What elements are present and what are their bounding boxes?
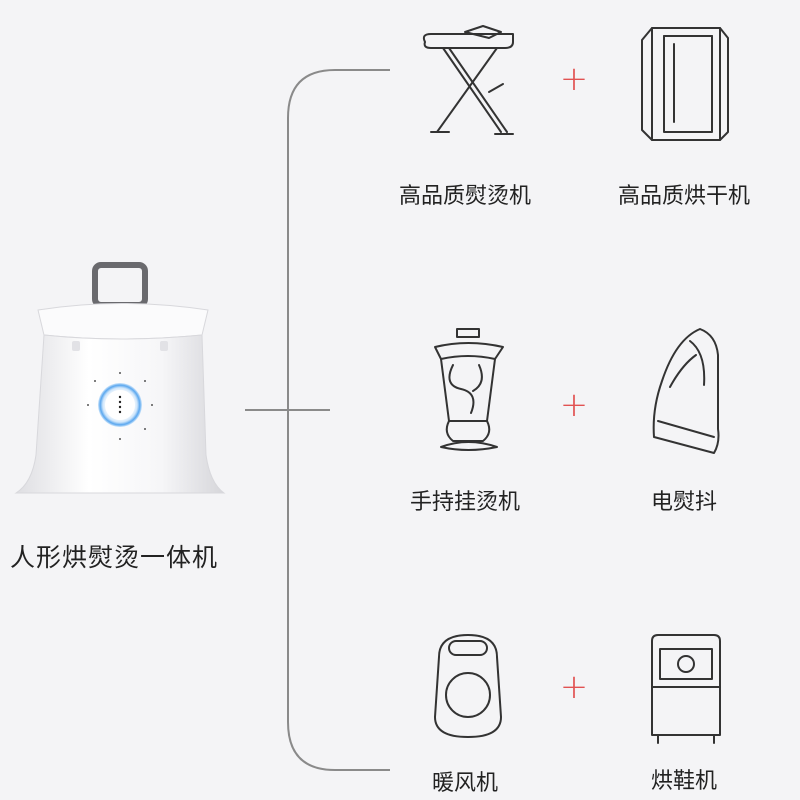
electric-iron-icon bbox=[652, 328, 720, 454]
wardrobe-dryer-icon bbox=[641, 27, 729, 141]
item-label-shoe-dryer: 烘鞋机 bbox=[650, 769, 717, 794]
ironing-board-icon bbox=[422, 25, 514, 135]
plus-sign-1: + bbox=[559, 59, 589, 99]
space-heater-icon bbox=[434, 634, 502, 738]
shoe-dryer-icon bbox=[651, 634, 721, 744]
plus-sign-3: + bbox=[559, 667, 589, 707]
main-product-label: 人形烘熨烫一体机 bbox=[10, 543, 219, 572]
item-label-heater: 暖风机 bbox=[431, 771, 498, 796]
item-label-dryer: 高品质烘干机 bbox=[617, 184, 750, 209]
item-label-ironing-machine: 高品质熨烫机 bbox=[398, 184, 531, 209]
item-label-handheld-steamer: 手持挂烫机 bbox=[409, 490, 520, 515]
item-label-electric-iron: 电熨抖 bbox=[650, 490, 717, 515]
plus-sign-2: + bbox=[559, 385, 589, 425]
garment-steamer-dryer-device bbox=[14, 262, 226, 494]
handheld-steamer-icon bbox=[434, 328, 504, 451]
